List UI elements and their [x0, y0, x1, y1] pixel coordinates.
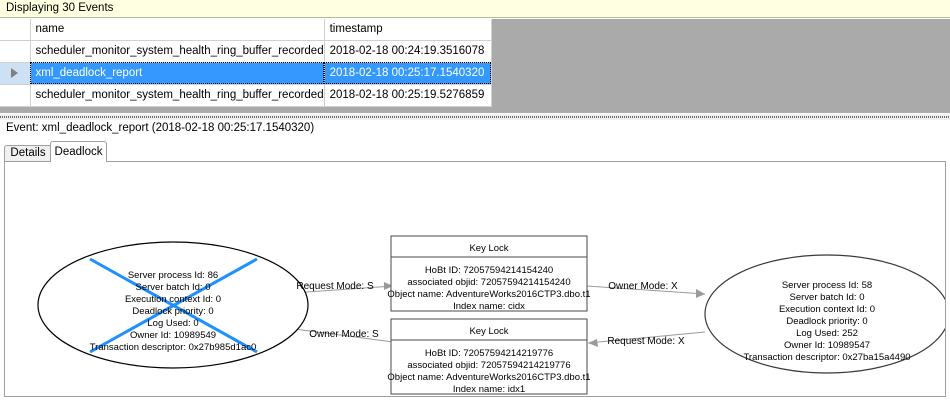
- horizontal-splitter[interactable]: [0, 113, 950, 120]
- process-right-line-6: Transaction descriptor: 0x27ba15a4490: [743, 352, 910, 363]
- events-banner-label: Displaying 30 Events: [6, 2, 114, 14]
- bottom-key-lock-line-0: HoBt ID: 72057594214219776: [425, 348, 553, 359]
- edge-label-right-owner: Owner Mode: X: [608, 281, 678, 292]
- table-row[interactable]: scheduler_monitor_system_health_ring_buf…: [0, 40, 492, 63]
- events-banner: Displaying 30 Events: [0, 0, 950, 18]
- table-row[interactable]: scheduler_monitor_system_health_ring_buf…: [0, 84, 492, 107]
- top-key-lock-line-2: Object name: AdventureWorks2016CTP3.dbo.…: [387, 289, 590, 300]
- bottom-key-lock-title: Key Lock: [469, 326, 508, 337]
- resource-node-top-key-lock[interactable]: Key Lock HoBt ID: 72057594214154240 asso…: [387, 235, 591, 312]
- bottom-key-lock-line-3: Index name: idx1: [453, 384, 525, 395]
- tab-details[interactable]: Details: [4, 145, 52, 162]
- cell-timestamp[interactable]: 2018-02-18 00:25:17.1540320: [324, 62, 492, 85]
- cell-timestamp[interactable]: 2018-02-18 00:25:19.5276859: [324, 84, 492, 107]
- process-left-line-0: Server process Id: 86: [128, 270, 218, 281]
- process-right-line-2: Execution context Id: 0: [779, 304, 875, 315]
- top-key-lock-title: Key Lock: [469, 243, 508, 254]
- column-header-selector: [0, 19, 31, 41]
- process-left-line-5: Owner Id: 10989549: [130, 330, 216, 341]
- top-key-lock-line-1: associated objid: 72057594214154240: [407, 277, 570, 288]
- process-left-line-1: Server batch Id: 0: [136, 282, 211, 293]
- row-selector[interactable]: [0, 62, 31, 85]
- event-title: Event: xml_deadlock_report (2018-02-18 0…: [0, 120, 950, 138]
- edge-label-left-owner: Owner Mode: S: [309, 329, 379, 340]
- process-left-line-4: Log Used: 0: [147, 318, 198, 329]
- process-right-line-1: Server batch Id: 0: [790, 292, 865, 303]
- events-table[interactable]: name timestamp scheduler_monitor_system_…: [0, 19, 492, 107]
- edge-right-owner: [586, 285, 706, 298]
- table-row[interactable]: xml_deadlock_report 2018-02-18 00:25:17.…: [0, 62, 492, 85]
- cell-name[interactable]: scheduler_monitor_system_health_ring_buf…: [30, 40, 325, 63]
- tab-deadlock[interactable]: Deadlock: [50, 141, 107, 162]
- current-row-arrow-icon: [11, 67, 19, 78]
- column-header-name[interactable]: name: [30, 19, 325, 41]
- top-key-lock-line-0: HoBt ID: 72057594214154240: [425, 265, 553, 276]
- column-header-timestamp[interactable]: timestamp: [324, 19, 492, 41]
- process-left-line-6: Transaction descriptor: 0x27b985d1ac0: [90, 342, 257, 353]
- deadlock-victim-cross-icon: [89, 257, 258, 354]
- process-left-line-3: Deadlock priority: 0: [132, 306, 213, 317]
- tab-strip: Details Deadlock: [0, 140, 950, 162]
- bottom-key-lock-line-1: associated objid: 72057594214219776: [407, 360, 570, 371]
- process-right-line-4: Log Used: 252: [796, 328, 858, 339]
- resource-node-bottom-key-lock[interactable]: Key Lock HoBt ID: 72057594214219776 asso…: [387, 318, 591, 395]
- table-header-row: name timestamp: [0, 19, 492, 41]
- edge-right-request: [587, 331, 706, 347]
- bottom-key-lock-line-2: Object name: AdventureWorks2016CTP3.dbo.…: [387, 372, 590, 383]
- event-title-label: Event: xml_deadlock_report (2018-02-18 0…: [6, 122, 315, 134]
- events-grid[interactable]: name timestamp scheduler_monitor_system_…: [0, 19, 950, 113]
- process-right-line-0: Server process Id: 58: [782, 280, 872, 291]
- process-node-right[interactable]: Server process Id: 58 Server batch Id: 0…: [704, 254, 945, 374]
- row-selector[interactable]: [0, 84, 31, 107]
- process-left-line-2: Execution context Id: 0: [125, 294, 221, 305]
- process-right-line-3: Deadlock priority: 0: [786, 316, 867, 327]
- deadlock-graph-canvas[interactable]: Server process Id: 86 Server batch Id: 0…: [4, 161, 946, 397]
- row-selector[interactable]: [0, 40, 31, 63]
- process-right-line-5: Owner Id: 10989547: [784, 340, 870, 351]
- edge-label-right-request: Request Mode: X: [607, 336, 685, 347]
- cell-name[interactable]: xml_deadlock_report: [30, 62, 325, 85]
- top-key-lock-line-3: Index name: cidx: [453, 301, 525, 312]
- edge-label-left-request: Request Mode: S: [296, 281, 374, 292]
- cell-timestamp[interactable]: 2018-02-18 00:24:19.3516078: [324, 40, 492, 63]
- cell-name[interactable]: scheduler_monitor_system_health_ring_buf…: [30, 84, 325, 107]
- process-node-left[interactable]: Server process Id: 86 Server batch Id: 0…: [37, 241, 309, 369]
